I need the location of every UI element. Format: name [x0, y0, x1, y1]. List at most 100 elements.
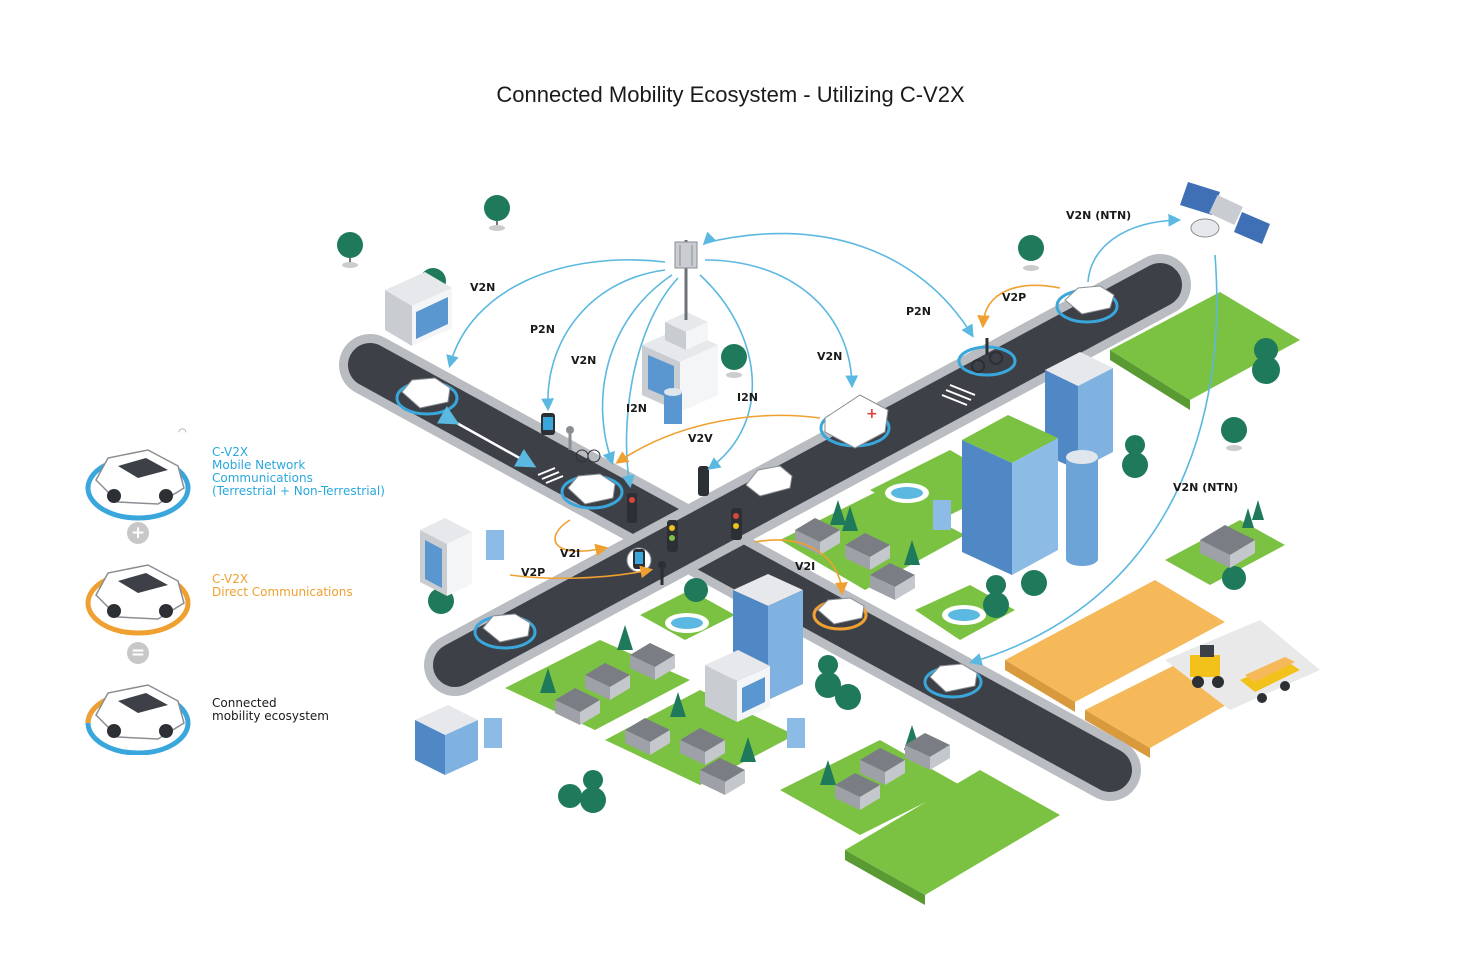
car-icon-nw [395, 377, 459, 416]
crosswalk [537, 384, 976, 484]
building-small-cylinder [486, 530, 504, 560]
network-links [437, 213, 1218, 666]
legend-line: Connected [212, 696, 277, 710]
building-small-cylinder [787, 718, 805, 748]
building-kiosk-w [420, 518, 472, 596]
i2n-link-right [699, 274, 754, 470]
tree-icon [1242, 508, 1254, 528]
v2n-ntn-link-right [968, 254, 1218, 666]
legend-line: C-V2X [212, 572, 249, 586]
legend-label-direct: C-V2X Direct Communications [212, 573, 353, 599]
tree-icon [740, 737, 756, 762]
building-small-cylinder [933, 500, 951, 530]
p2n-link-right [704, 232, 974, 338]
legend-line: Communications [212, 471, 313, 485]
tree-icon [1122, 435, 1148, 478]
pedestrian-icon [658, 561, 666, 585]
label-v2n: V2N [470, 281, 495, 294]
legend-line: mobility ecosystem [212, 709, 329, 723]
legend-car-icon-ecosystem [85, 684, 191, 755]
v2n-link-right [704, 259, 859, 389]
building-sw [415, 705, 478, 775]
label-v2n-ntn: V2N (NTN) [1066, 209, 1131, 222]
label-p2n: P2N [906, 305, 931, 318]
tree-icon [540, 668, 556, 693]
harvester-icon [1190, 645, 1224, 688]
legend-label-ecosystem: Connected mobility ecosystem [212, 697, 329, 723]
road-sw-ne [433, 263, 1182, 687]
tree-icon [721, 344, 747, 378]
legend-line: C-V2X [212, 445, 249, 459]
traffic-light-icon [731, 508, 742, 540]
label-v2p: V2P [1002, 291, 1026, 304]
direct-links [509, 284, 1061, 596]
v2n-ntn-link-top [1087, 213, 1182, 283]
traffic-light-icon [698, 466, 709, 496]
farmland [1005, 580, 1320, 758]
tree-icon [1252, 500, 1264, 520]
label-v2v: V2V [688, 432, 713, 445]
building-small-cylinder [484, 718, 502, 748]
tree-icon [835, 684, 861, 710]
house-icon [1200, 525, 1255, 568]
v2i-link-left [554, 519, 609, 557]
house-icon [630, 643, 675, 680]
traffic-lights [627, 466, 742, 552]
label-i2n: I2N [626, 402, 647, 415]
house-icon [585, 663, 630, 700]
house-icon [905, 733, 950, 770]
grass-field-ne [1110, 292, 1300, 400]
v2n-link-nw [446, 259, 666, 369]
legend-car-icons: ◠ [85, 427, 191, 755]
trees [337, 195, 1280, 813]
house-icon [700, 758, 745, 795]
legend-car-icon-direct [85, 564, 191, 636]
label-v2n: V2N [817, 350, 842, 363]
diagram-title: Connected Mobility Ecosystem - Utilizing… [496, 82, 965, 107]
v2v-link [615, 414, 821, 464]
house-icon [870, 563, 915, 600]
tree-icon [830, 500, 846, 525]
v2p-link-left [509, 565, 654, 580]
car-icon-ne [1055, 285, 1119, 324]
car-spacing-arrow [437, 405, 537, 468]
tree-icon [1221, 417, 1247, 451]
buildings [385, 240, 1113, 775]
houses [555, 518, 1255, 810]
car-icon-mid [560, 473, 624, 510]
label-v2i: V2I [795, 560, 815, 573]
equals-operator: = [127, 642, 149, 664]
tree-icon [617, 625, 633, 650]
pool [948, 609, 980, 621]
v2i-link-right [754, 539, 848, 596]
tree-icon [904, 540, 920, 565]
tree-icon [1252, 338, 1280, 384]
cyclist-icon [957, 338, 1017, 377]
vehicles: + [395, 285, 1119, 699]
ambulance-icon: + [819, 394, 891, 449]
label-p2n: P2N [530, 323, 555, 336]
tree-icon [820, 760, 836, 785]
svg-text:+: + [866, 406, 878, 422]
house-icon [680, 728, 725, 765]
satellite-icon [1180, 182, 1270, 244]
smartphone-icon [626, 547, 652, 573]
tree-icon [558, 770, 606, 813]
tree-icon [484, 195, 510, 231]
house-icon [625, 718, 670, 755]
plus-operator: + [127, 522, 149, 544]
p2n-link-left [541, 269, 666, 412]
tree-icon [670, 692, 686, 717]
tree-icon [983, 575, 1009, 618]
v2p-link-top [977, 284, 1061, 329]
car-icon-sw [473, 613, 537, 650]
pool [671, 617, 703, 629]
house-icon [555, 688, 600, 725]
tree-icon [815, 655, 841, 698]
pool [891, 487, 923, 499]
tree-icon [842, 506, 858, 531]
car-icon-se2 [923, 663, 983, 699]
tree-icon [1222, 566, 1246, 590]
building-small-s [705, 650, 770, 722]
house-icon [860, 748, 905, 785]
